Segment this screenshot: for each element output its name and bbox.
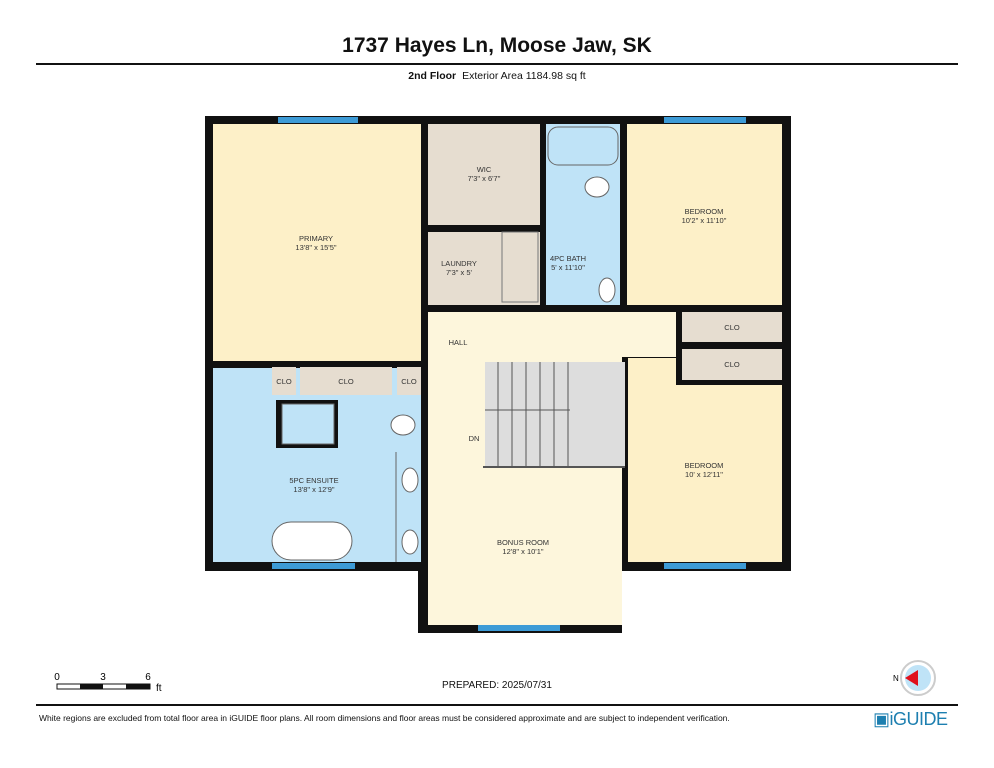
- iguide-logo-icon: ▣: [873, 709, 890, 729]
- scale-tick-3: 3: [100, 672, 106, 683]
- bathtub-icon: [547, 126, 619, 166]
- header-divider: [36, 63, 958, 65]
- scale-unit: ft: [156, 683, 162, 694]
- exterior-area: Exterior Area 1184.98 sq ft: [462, 70, 586, 82]
- label-bedroom-2: BEDROOM: [685, 461, 724, 470]
- compass-icon: N: [893, 660, 936, 696]
- label-primary: PRIMARY: [299, 234, 333, 243]
- label-clo-4: CLO: [338, 377, 354, 386]
- closet-3: [272, 367, 296, 395]
- windows: [272, 117, 746, 631]
- dims-primary: 13'8" x 15'5": [295, 243, 336, 252]
- sink-icon-1: [401, 467, 419, 493]
- toilet-icon: [584, 176, 610, 198]
- closet-1: [682, 312, 782, 342]
- disclaimer: White regions are excluded from total fl…: [39, 713, 730, 723]
- room-bonus-hall: [428, 312, 622, 625]
- dims-laundry: 7'3" x 5': [446, 268, 473, 277]
- label-clo-3: CLO: [276, 377, 292, 386]
- floor-info: 2nd Floor Exterior Area 1184.98 sq ft: [0, 70, 994, 82]
- label-hall: HALL: [449, 338, 468, 347]
- label-bedroom-1: BEDROOM: [685, 207, 724, 216]
- dims-bedroom-2: 10' x 12'11": [685, 470, 723, 479]
- dims-bonus-room: 12'8" x 10'1": [502, 547, 543, 556]
- scale-tick-6: 6: [145, 672, 151, 683]
- floor-label: 2nd Floor: [408, 70, 457, 82]
- label-dn: DN: [469, 434, 480, 443]
- scale-tick-0: 0: [54, 672, 60, 683]
- room-wic: [428, 124, 540, 225]
- label-bonus-room: BONUS ROOM: [497, 538, 549, 547]
- freestanding-tub-icon: [271, 521, 353, 561]
- label-laundry: LAUNDRY: [441, 259, 477, 268]
- room-bedroom-1: [627, 124, 782, 305]
- closet-4: [300, 367, 392, 395]
- label-clo-5: CLO: [401, 377, 417, 386]
- iguide-logo: ▣iGUIDE: [873, 709, 948, 730]
- scale-bar: 0 3 6 ft: [54, 672, 162, 694]
- closet-2: [682, 349, 782, 380]
- bedroom-2-entry: [628, 358, 676, 385]
- toilet-icon-ensuite: [390, 414, 416, 436]
- closet-5: [397, 367, 421, 395]
- iguide-logo-text: iGUIDE: [889, 709, 949, 729]
- washer-dryer: [501, 231, 539, 303]
- room-primary: [213, 124, 421, 361]
- room-4pc-bath: [546, 124, 620, 305]
- dims-bedroom-1: 10'2" x 11'10": [682, 216, 727, 225]
- stair-treads: [483, 362, 625, 468]
- label-ensuite: 5PC ENSUITE: [289, 476, 338, 485]
- hall-extension: [620, 312, 676, 357]
- stairs: [485, 362, 625, 468]
- label-4pc-bath: 4PC BATH: [550, 254, 586, 263]
- dims-wic: 7'3" x 6'7": [468, 174, 501, 183]
- dims-4pc-bath: 5' x 11'10": [551, 263, 585, 272]
- shower-icon: [281, 403, 335, 445]
- room-laundry: [428, 232, 540, 305]
- compass-north-label: N: [893, 674, 899, 683]
- label-clo-2: CLO: [724, 360, 740, 369]
- page-title: 1737 Hayes Ln, Moose Jaw, SK: [342, 34, 652, 57]
- sink-icon: [598, 277, 616, 303]
- sink-icon-2: [401, 529, 419, 555]
- prepared-date: PREPARED: 2025/07/31: [442, 680, 552, 691]
- footer-divider: [36, 704, 958, 706]
- label-clo-1: CLO: [724, 323, 740, 332]
- label-wic: WIC: [477, 165, 492, 174]
- room-bedroom-2: [628, 385, 782, 562]
- dims-ensuite: 13'8" x 12'9": [293, 485, 334, 494]
